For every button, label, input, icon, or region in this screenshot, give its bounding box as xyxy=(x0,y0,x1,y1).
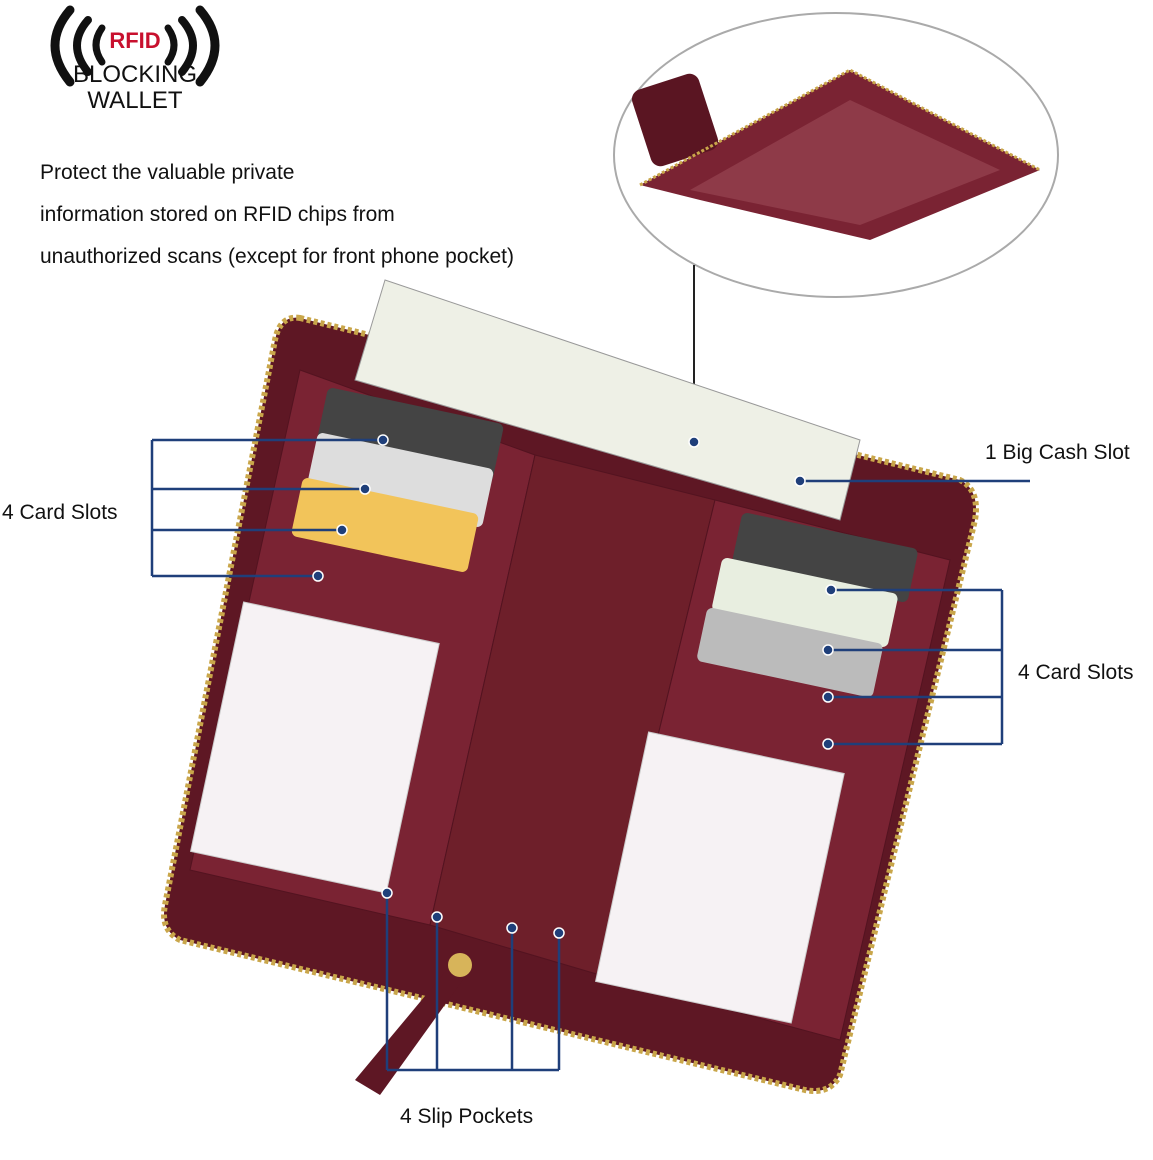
rfid-description: Protect the valuable private information… xyxy=(40,152,514,278)
right-card-slots-label: 4 Card Slots xyxy=(1018,661,1134,684)
description-line: unauthorized scans (except for front pho… xyxy=(40,245,514,268)
left-card-slots-label: 4 Card Slots xyxy=(2,501,118,524)
rfid-logo-line1: BLOCKING xyxy=(72,61,198,88)
callout-lines xyxy=(150,438,1030,1072)
interior-detail-inset xyxy=(613,12,1059,298)
rfid-logo-text: RFID xyxy=(109,28,161,53)
slip-pockets-label: 4 Slip Pockets xyxy=(400,1105,534,1128)
description-line: information stored on RFID chips from xyxy=(40,203,395,226)
cash-slot-label: 1 Big Cash Slot xyxy=(985,441,1130,464)
wallet-body xyxy=(161,279,979,1095)
callout-dots xyxy=(312,434,837,939)
rfid-signal-icon xyxy=(50,5,220,87)
rfid-logo: RFID BLOCKING WALLET xyxy=(70,28,200,114)
rfid-logo-line2: WALLET xyxy=(87,87,183,114)
description-line: Protect the valuable private xyxy=(40,161,295,184)
